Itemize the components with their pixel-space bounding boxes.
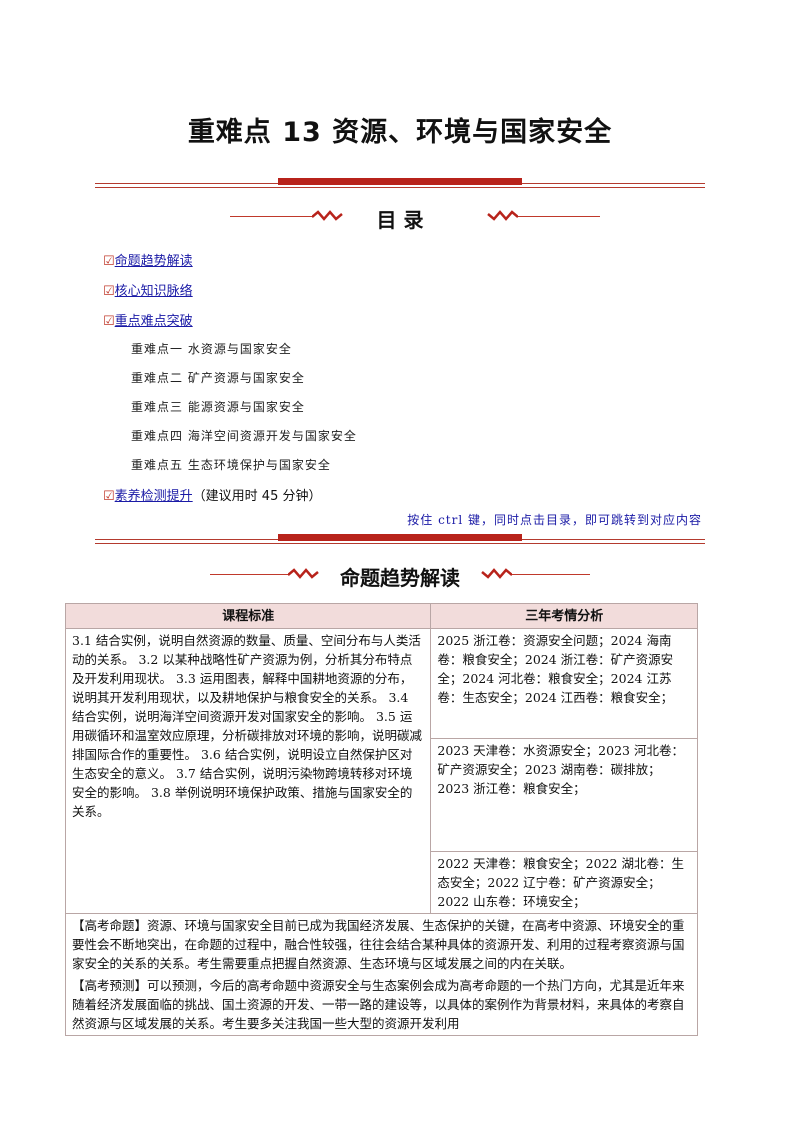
toc-subitem[interactable]: 重难点三 能源资源与国家安全 bbox=[131, 400, 305, 414]
toc-item-trend[interactable]: ☑命题趋势解读 bbox=[103, 250, 193, 269]
checkbox-icon: ☑ bbox=[103, 489, 115, 504]
zigzag-ornament-icon bbox=[288, 568, 319, 579]
gaokao-forecast: 【高考预测】可以预测，今后的高考命题中资源安全与生态案例会成为高考命题的一个热门… bbox=[72, 978, 685, 1031]
toc-link[interactable]: 重点难点突破 bbox=[114, 314, 193, 329]
toc-heading-row: 目 录 bbox=[0, 202, 800, 232]
analysis-2022: 2022 天津卷：粮食安全；2022 湖北卷：生态安全；2022 辽宁卷：矿产资… bbox=[430, 851, 698, 914]
col-header-standard: 课程标准 bbox=[64, 603, 432, 629]
toc-subitem[interactable]: 重难点二 矿产资源与国家安全 bbox=[131, 371, 305, 385]
toc-link[interactable]: 核心知识脉络 bbox=[114, 284, 193, 299]
zigzag-ornament-icon bbox=[481, 568, 512, 579]
time-note: （建议用时 45 分钟） bbox=[192, 489, 322, 504]
toc-subitem[interactable]: 重难点四 海洋空间资源开发与国家安全 bbox=[131, 429, 357, 443]
zigzag-ornament-icon bbox=[487, 210, 518, 221]
gaokao-proposition: 【高考命题】资源、环境与国家安全目前已成为我国经济发展、生态保护的关键，在高考中… bbox=[72, 918, 685, 971]
ctrl-click-tip: 按住 ctrl 键，同时点击目录，即可跳转到对应内容 bbox=[407, 513, 702, 527]
checkbox-icon: ☑ bbox=[103, 314, 115, 329]
checkbox-icon: ☑ bbox=[103, 284, 115, 299]
toc-subitem[interactable]: 重难点五 生态环境保护与国家安全 bbox=[131, 458, 331, 472]
section-heading-row: 命题趋势解读 bbox=[0, 560, 800, 590]
section-heading: 命题趋势解读 bbox=[340, 566, 460, 590]
analysis-2023: 2023 天津卷：水资源安全；2023 河北卷：矿产资源安全；2023 湖南卷：… bbox=[430, 738, 698, 852]
zigzag-ornament-icon bbox=[312, 210, 343, 221]
toc-link[interactable]: 素养检测提升 bbox=[114, 489, 193, 504]
toc-heading: 目 录 bbox=[376, 208, 424, 232]
analysis-2025-2024: 2025 浙江卷：资源安全问题；2024 海南卷：粮食安全；2024 浙江卷：矿… bbox=[430, 628, 698, 739]
col-header-analysis: 三年考情分析 bbox=[430, 603, 698, 629]
page-title: 重难点 13 资源、环境与国家安全 bbox=[187, 117, 613, 148]
toc-subitem[interactable]: 重难点一 水资源与国家安全 bbox=[131, 342, 292, 356]
toc-item-key-points[interactable]: ☑重点难点突破 bbox=[103, 310, 193, 329]
toc-link[interactable]: 命题趋势解读 bbox=[114, 254, 193, 269]
standard-cell: 3.1 结合实例，说明自然资源的数量、质量、空间分布与人类活动的关系。 3.2 … bbox=[64, 628, 432, 914]
toc-item-knowledge[interactable]: ☑核心知识脉络 bbox=[103, 280, 193, 299]
standards-table: 课程标准 三年考情分析 3.1 结合实例，说明自然资源的数量、质量、空间分布与人… bbox=[64, 603, 698, 1036]
gaokao-notes: 【高考命题】资源、环境与国家安全目前已成为我国经济发展、生态保护的关键，在高考中… bbox=[65, 913, 698, 1036]
toc-item-assessment[interactable]: ☑素养检测提升（建议用时 45 分钟） bbox=[103, 485, 321, 504]
standard-text: 3.1 结合实例，说明自然资源的数量、质量、空间分布与人类活动的关系。 3.2 … bbox=[72, 633, 423, 819]
checkbox-icon: ☑ bbox=[103, 254, 115, 269]
